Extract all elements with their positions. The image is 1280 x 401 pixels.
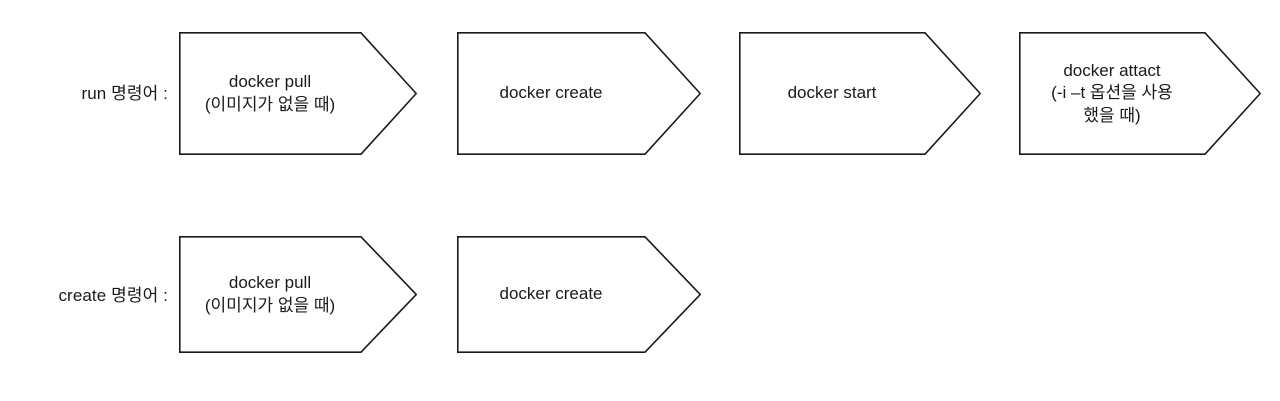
row-label-create: create 명령어 : <box>58 286 168 305</box>
chevron-outline-icon <box>179 32 417 155</box>
chevron-outline-icon <box>1019 32 1261 155</box>
chevron-outline-icon <box>457 32 701 155</box>
flow-step-docker-pull-run[interactable]: docker pull (이미지가 없을 때) <box>179 32 417 155</box>
flow-step-docker-attact-run[interactable]: docker attact (-i –t 옵션을 사용 했을 때) <box>1019 32 1261 155</box>
row-label-run: run 명령어 : <box>81 84 168 103</box>
flow-step-docker-pull-create[interactable]: docker pull (이미지가 없을 때) <box>179 236 417 353</box>
flow-step-docker-create-run[interactable]: docker create <box>457 32 701 155</box>
chevron-outline-icon <box>179 236 417 353</box>
chevron-outline-icon <box>457 236 701 353</box>
chevron-outline-icon <box>739 32 981 155</box>
flow-step-docker-start-run[interactable]: docker start <box>739 32 981 155</box>
flow-step-docker-create-create[interactable]: docker create <box>457 236 701 353</box>
